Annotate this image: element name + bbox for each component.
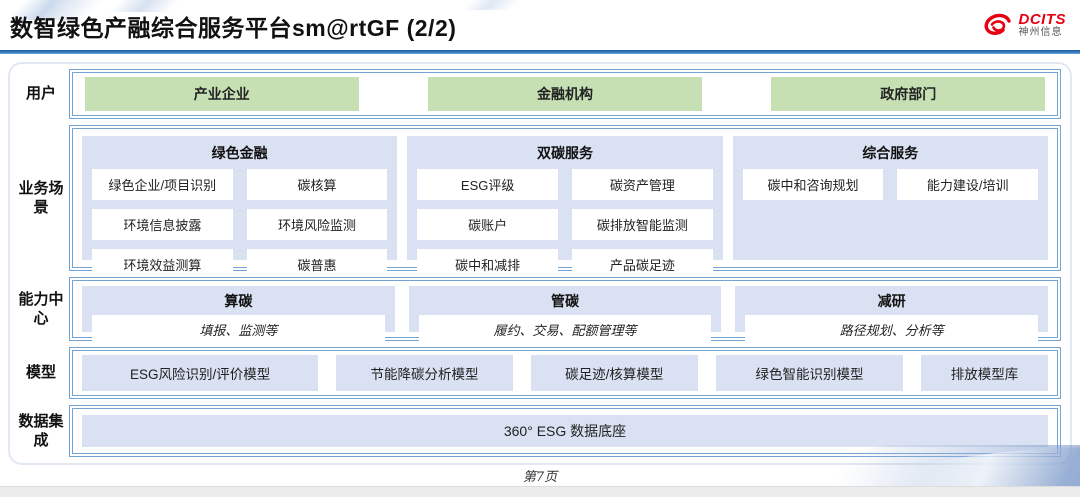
logo-text: DCITS 神州信息 (1019, 12, 1067, 38)
capabilities-container: 算碳 填报、监测等 管碳 履约、交易、配额管理等 减研 路径规划、分析等 (69, 277, 1061, 344)
capability-desc: 履约、交易、配额管理等 (418, 315, 712, 344)
scenario-col-title: 双碳服务 (536, 145, 593, 161)
scenario-item: 环境效益测算 (92, 249, 233, 280)
dcits-logo: DCITS 神州信息 (980, 12, 1067, 38)
row-models: 模型 ESG风险识别/评价模型 节能降碳分析模型 碳足迹/核算模型 绿色智能识别… (13, 347, 1061, 399)
capability-desc: 填报、监测等 (92, 315, 385, 344)
row-label-models: 模型 (25, 364, 56, 382)
scenario-item: 产品碳足迹 (571, 249, 713, 280)
scenarios-container: 绿色金融 绿色企业/项目识别 碳核算 环境信息披露 环境风险监测 环境效益测算 … (69, 125, 1061, 320)
row-label-users: 用户 (25, 85, 56, 103)
scenario-item: 能力建设/培训 (897, 169, 1038, 200)
model-box: 碳足迹/核算模型 (530, 355, 698, 391)
row-users: 用户 产业企业 金融机构 政府部门 (13, 69, 1061, 119)
capability-panel-reduce-research: 减研 路径规划、分析等 (735, 286, 1049, 344)
scenario-item: 绿色企业/项目识别 (92, 169, 233, 200)
data-integration-container: 360° ESG 数据底座 (69, 405, 1061, 457)
title-divider (0, 50, 1080, 54)
dcits-swirl-icon (984, 13, 1011, 36)
user-box-industry: 产业企业 (85, 77, 359, 111)
bottom-strip-decoration (0, 486, 1080, 497)
scenario-col-comprehensive: 综合服务 碳中和咨询规划 能力建设/培训 (732, 136, 1048, 260)
capability-title: 管碳 (551, 293, 579, 309)
scenario-col-title: 综合服务 (862, 145, 919, 161)
capability-desc: 路径规划、分析等 (745, 315, 1039, 344)
users-container: 产业企业 金融机构 政府部门 (69, 69, 1061, 119)
scenario-item: 碳中和减排 (417, 249, 558, 280)
logo-name: DCITS (1018, 11, 1066, 28)
data-base-box: 360° ESG 数据底座 (82, 415, 1048, 447)
row-label-data-integration: 数据集成 (18, 412, 64, 450)
user-box-finance: 金融机构 (428, 77, 702, 111)
capability-panel-calc-carbon: 算碳 填报、监测等 (82, 286, 395, 344)
scenario-item: 环境风险监测 (246, 209, 388, 240)
scenario-item: ESG评级 (417, 169, 558, 200)
scenario-item: 碳资产管理 (571, 169, 713, 200)
scenario-item: 碳账户 (417, 209, 558, 240)
row-data-integration: 数据集成 360° ESG 数据底座 (13, 405, 1061, 457)
capability-panel-manage-carbon: 管碳 履约、交易、配额管理等 (408, 286, 722, 344)
row-scenarios: 业务场景 绿色金融 绿色企业/项目识别 碳核算 环境信息披露 环境风险监测 环境… (13, 125, 1061, 320)
model-box: 节能降碳分析模型 (336, 355, 513, 391)
scenario-grid: 碳中和咨询规划 能力建设/培训 (742, 169, 1038, 200)
scenario-col-green-finance: 绿色金融 绿色企业/项目识别 碳核算 环境信息披露 环境风险监测 环境效益测算 … (82, 136, 398, 280)
row-label-capabilities: 能力中心 (18, 290, 64, 328)
scenario-col-title: 绿色金融 (211, 145, 268, 161)
row-label-scenarios: 业务场景 (18, 179, 64, 217)
capability-title: 算碳 (224, 293, 253, 309)
slide-title: 数智绿色产融综合服务平台sm@rtGF (2/2) (10, 15, 457, 41)
row-capabilities: 能力中心 算碳 填报、监测等 管碳 履约、交易、配额管理等 减研 路径规划、分析… (13, 277, 1061, 344)
page-number: 第7页 (522, 470, 558, 485)
scenario-col-dual-carbon: 双碳服务 ESG评级 碳资产管理 碳账户 碳排放智能监测 碳中和减排 产品碳足迹… (407, 136, 723, 320)
models-container: ESG风险识别/评价模型 节能降碳分析模型 碳足迹/核算模型 绿色智能识别模型 … (69, 347, 1061, 399)
scenario-grid: 绿色企业/项目识别 碳核算 环境信息披露 环境风险监测 环境效益测算 碳普惠 (92, 169, 388, 280)
scenario-item: 碳核算 (246, 169, 388, 200)
logo-subtitle: 神州信息 (1018, 26, 1063, 38)
scenario-item: 碳排放智能监测 (571, 209, 713, 240)
model-box: 绿色智能识别模型 (715, 355, 904, 391)
capability-title: 减研 (877, 293, 906, 309)
scenario-item: 碳中和咨询规划 (742, 169, 884, 200)
user-box-government: 政府部门 (771, 77, 1045, 111)
scenario-item: 碳普惠 (246, 249, 388, 280)
model-box: ESG风险识别/评价模型 (82, 355, 319, 391)
model-box: 排放模型库 (921, 355, 1049, 391)
content-frame: 用户 产业企业 金融机构 政府部门 业务场景 绿色金融 绿色企业/项目识别 碳核… (8, 62, 1072, 465)
scenario-item: 环境信息披露 (92, 209, 233, 240)
